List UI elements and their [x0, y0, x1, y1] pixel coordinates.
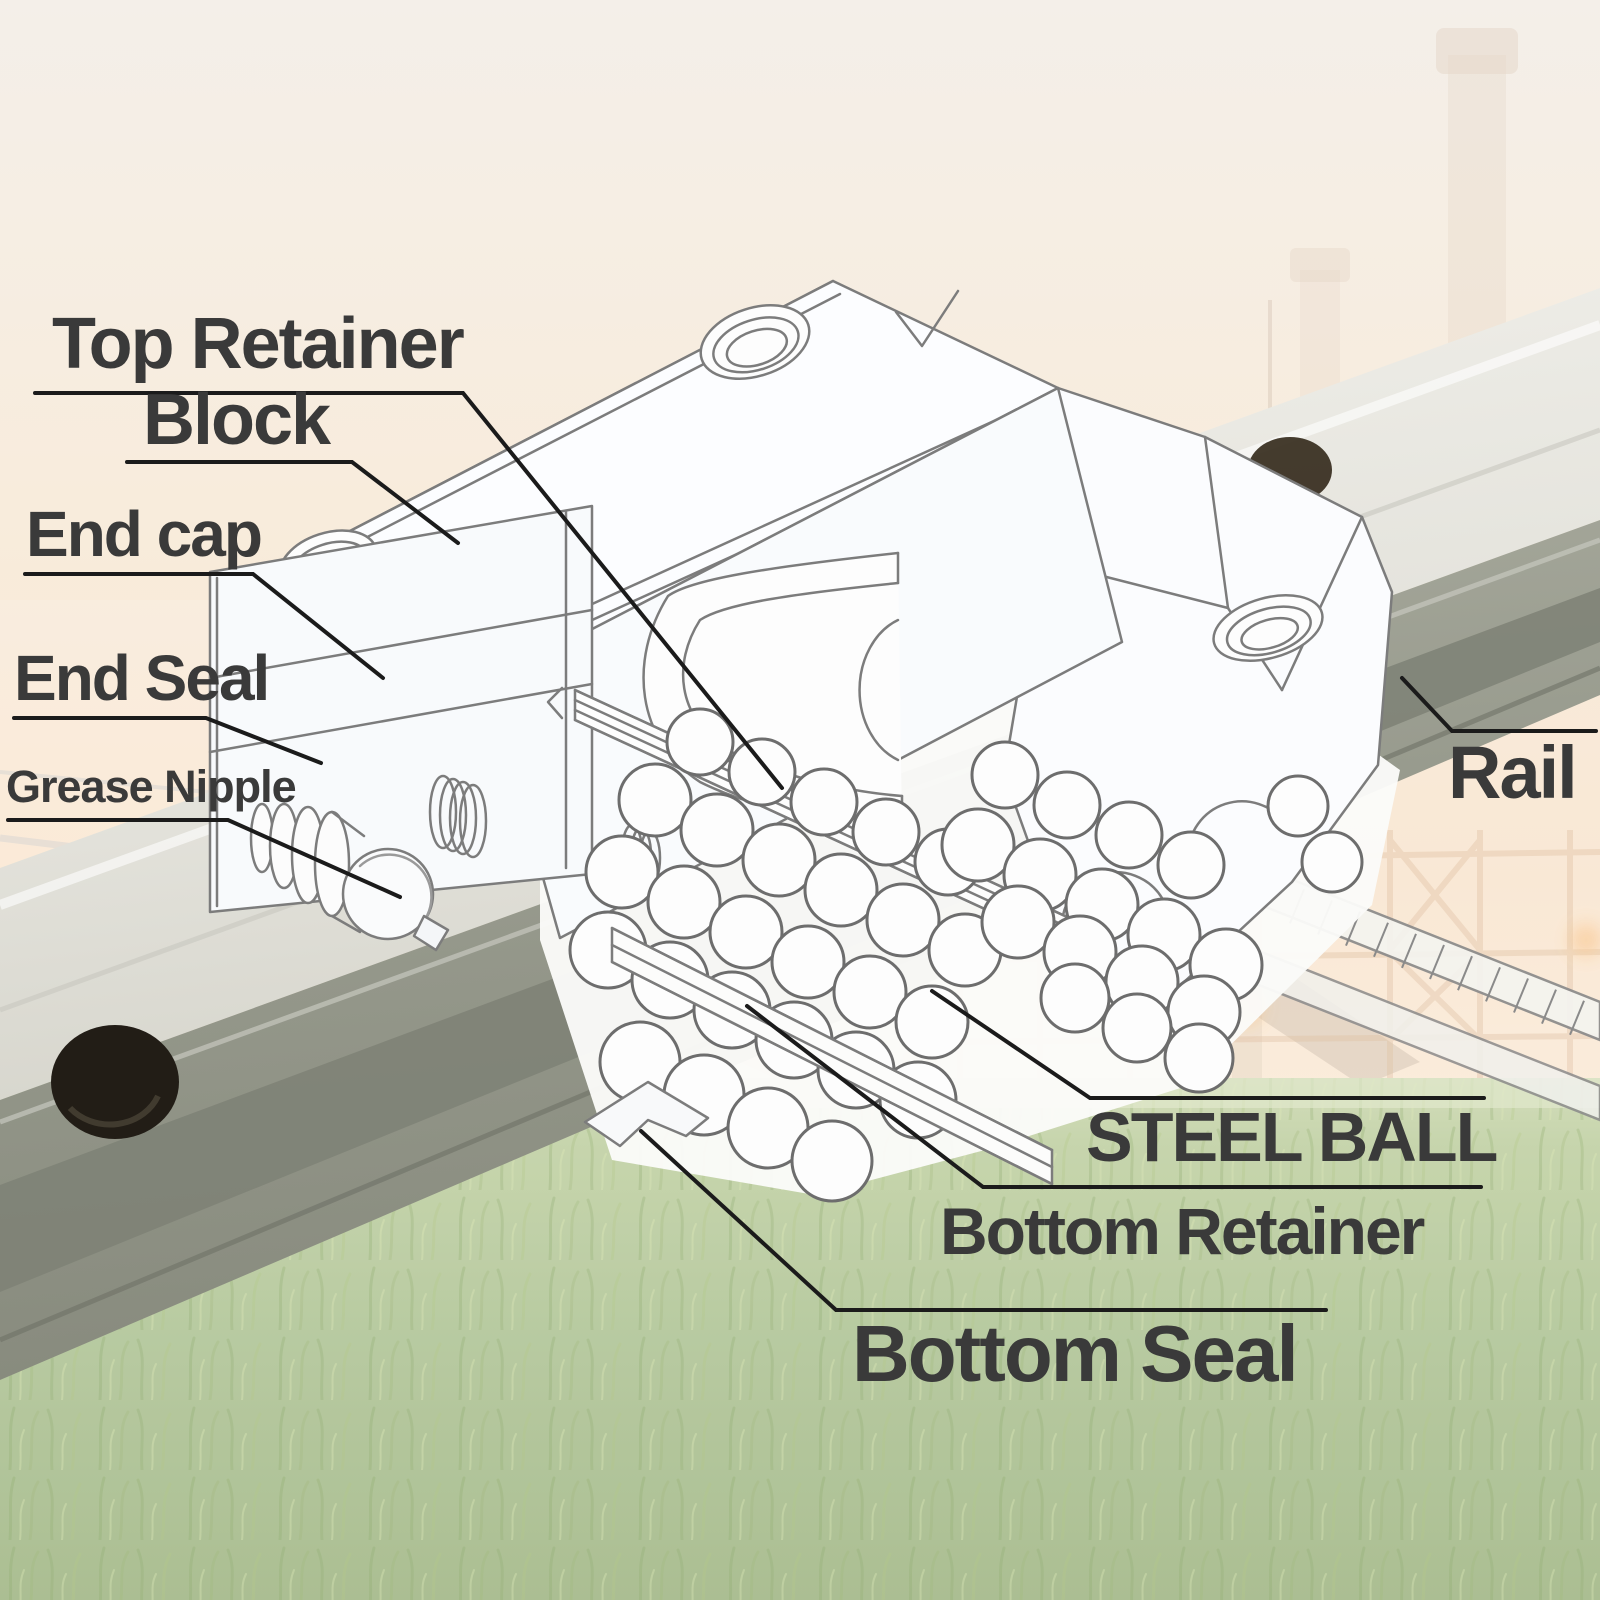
label-steel-ball: STEEL BALL: [1086, 1098, 1498, 1176]
bottom-retainer-strip: [610, 926, 1054, 1186]
leader-grease-nipple: [6, 818, 402, 899]
leader-top-retainer: [33, 391, 784, 790]
label-end-seal: End Seal: [14, 642, 270, 714]
leader-rail: [1400, 676, 1598, 733]
label-bottom-retainer: Bottom Retainer: [940, 1194, 1425, 1268]
leader-bottom-retainer: [745, 1004, 1483, 1189]
leader-block: [125, 460, 460, 545]
label-bottom-seal: Bottom Seal: [852, 1309, 1299, 1398]
block-hole-top: [699, 304, 811, 380]
label-top-retainer: Top Retainer: [52, 304, 465, 384]
end-cap-split-line: [208, 608, 594, 680]
leader-lines: [6, 391, 1598, 1312]
leader-end-cap: [23, 572, 385, 680]
label-rail: Rail: [1448, 731, 1578, 814]
leader-bottom-seal: [639, 1129, 1328, 1312]
guide-block-drawing: [208, 279, 1400, 1203]
end-seal-split-line: [208, 682, 594, 754]
leader-end-seal: [12, 716, 323, 765]
label-end-cap: End cap: [26, 498, 263, 570]
label-grease-nipple: Grease Nipple: [6, 761, 297, 812]
label-block: Block: [143, 380, 331, 460]
bottom-seal-lip: [583, 1080, 710, 1148]
block-hole-right: [1212, 594, 1324, 662]
leader-steel-ball: [930, 989, 1486, 1100]
